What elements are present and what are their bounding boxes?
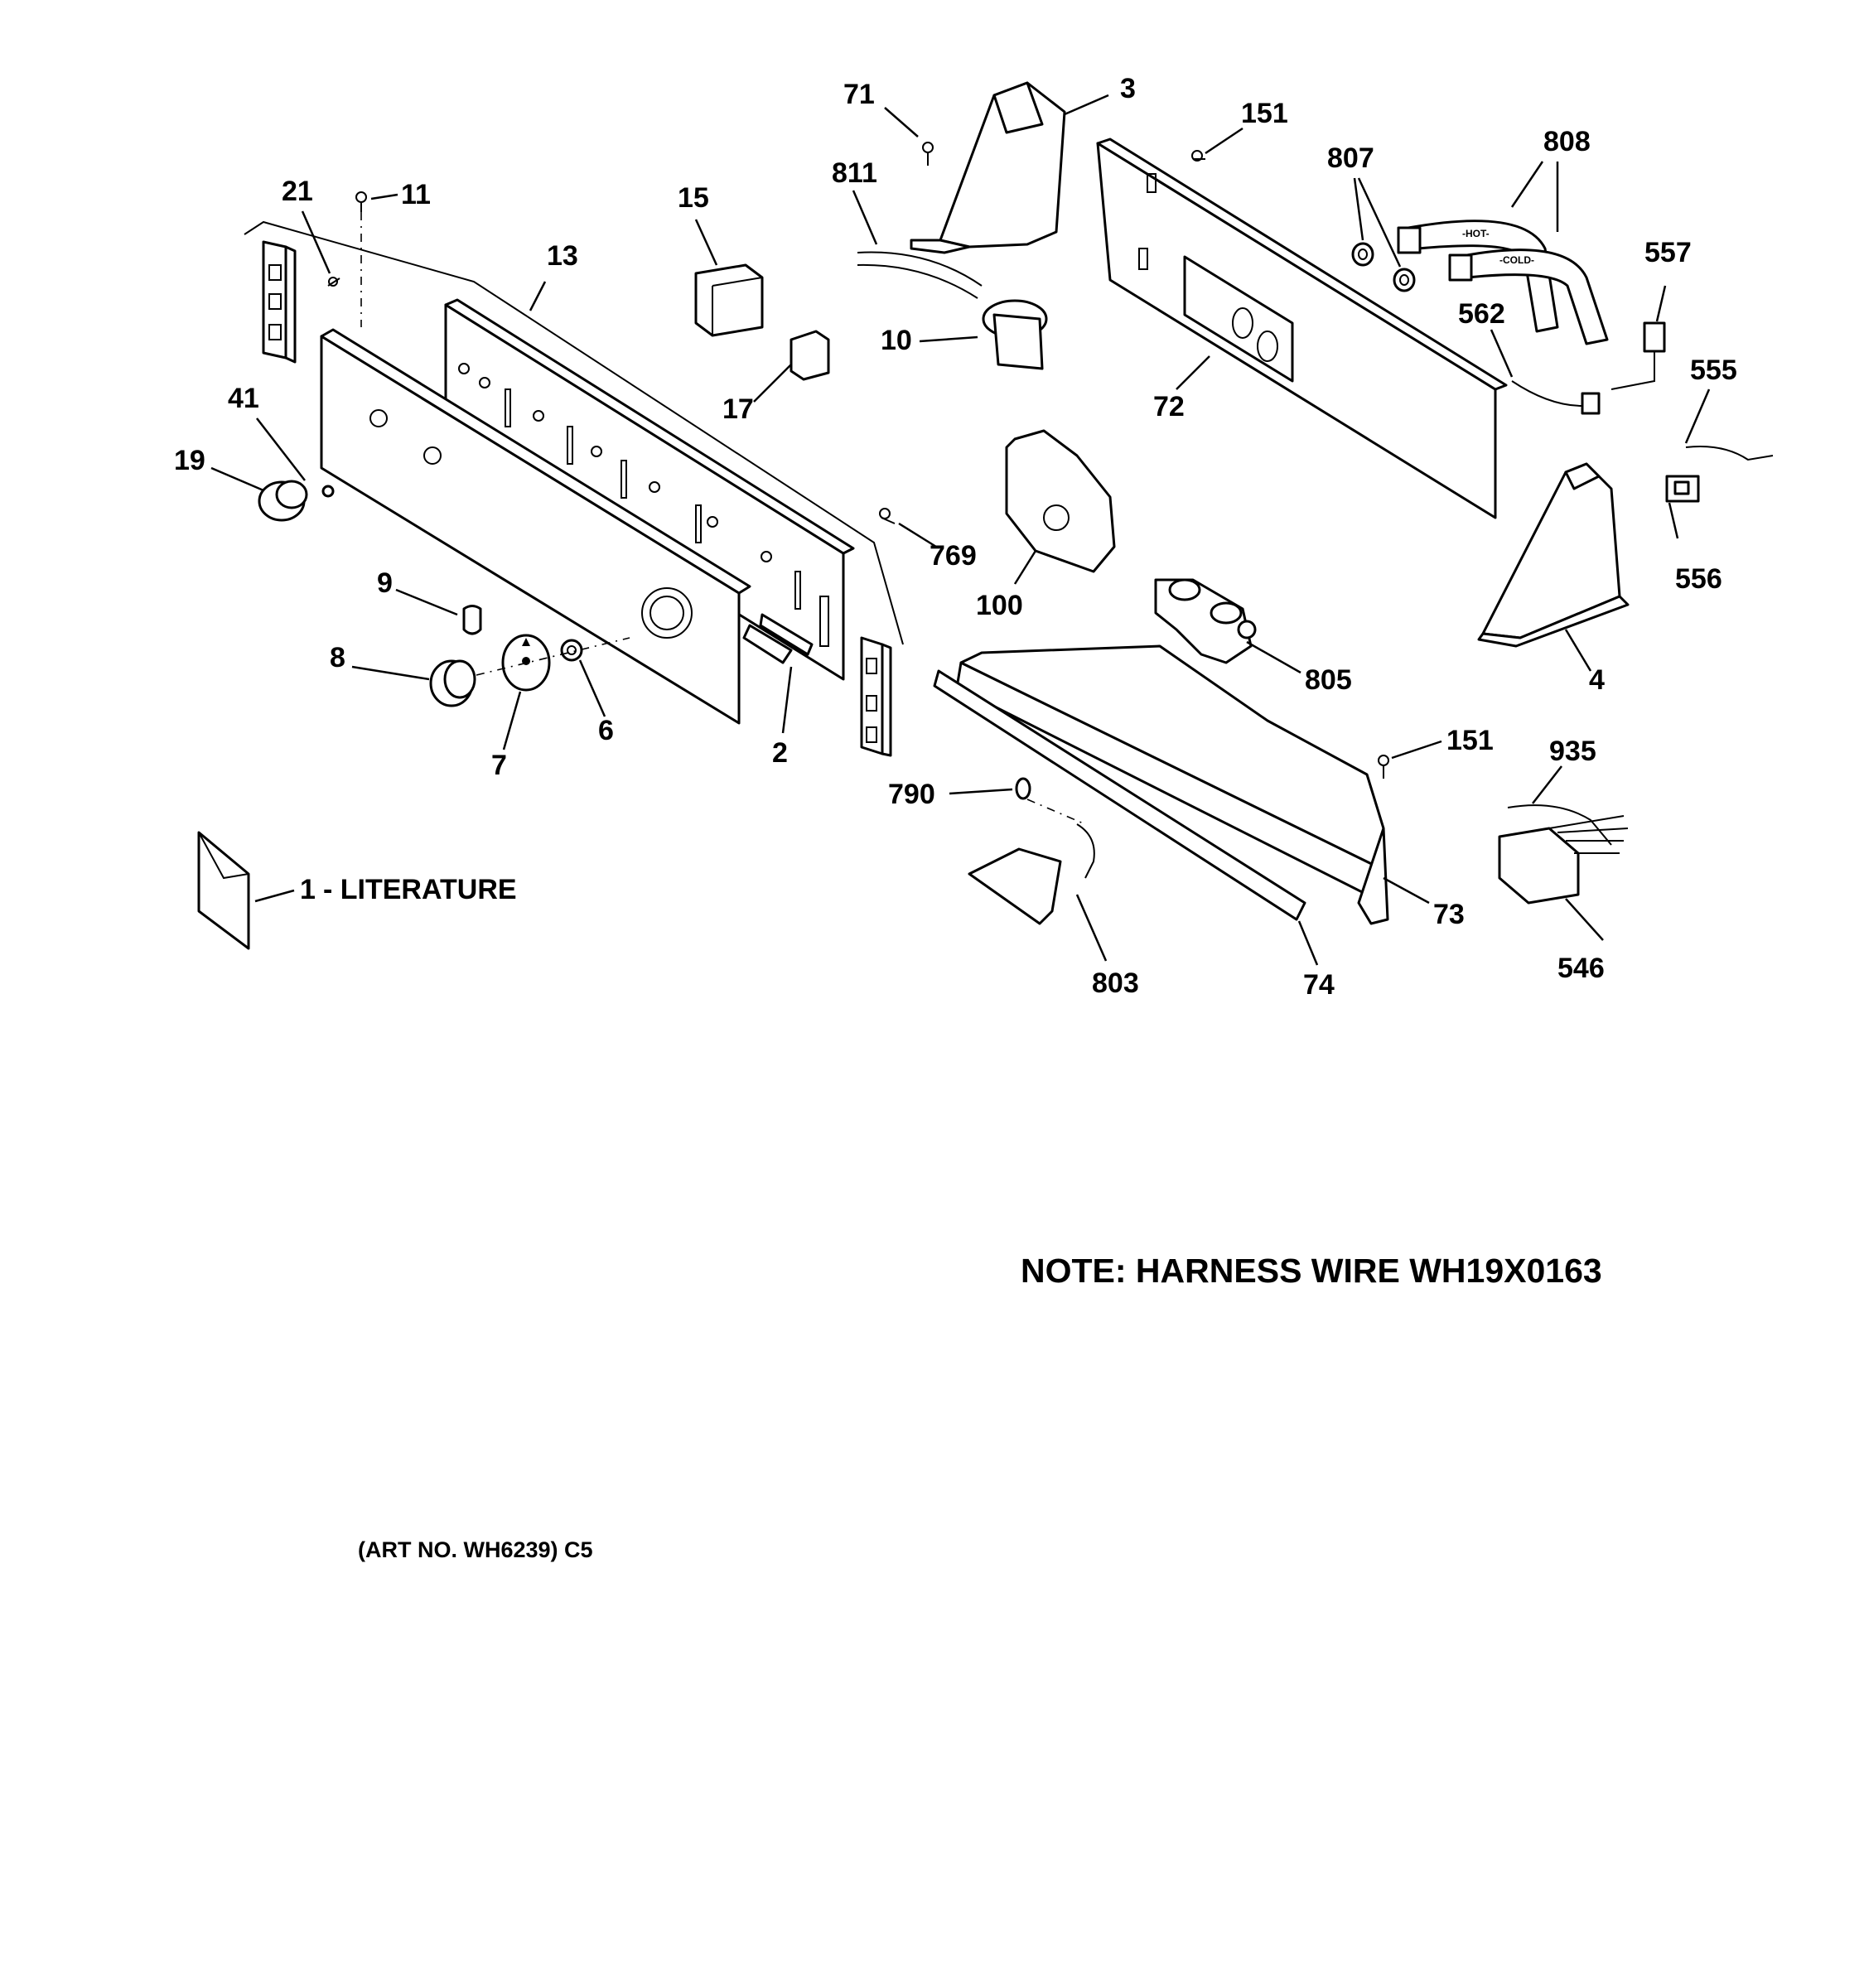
part-808-fill-hoses[interactable]: -HOT- -COLD- [1397,220,1609,345]
label-555: 555 [1690,355,1737,386]
label-21: 21 [282,176,313,207]
hot-hose-mark: -HOT- [1462,228,1490,239]
leader-lines [210,94,1711,966]
label-2: 2 [772,737,788,769]
part-15-switch[interactable] [694,263,764,337]
label-151-top: 151 [1241,98,1288,129]
part-557-connector[interactable] [1610,321,1666,390]
label-790: 790 [888,779,935,810]
label-15: 15 [678,182,709,214]
label-4: 4 [1589,664,1605,696]
part-3-side-bracket[interactable] [910,81,1066,254]
label-literature: - LITERATURE [323,874,517,905]
front-control-panel[interactable] [320,328,751,725]
cold-hose-mark: -COLD- [1499,254,1534,266]
part-17-switch[interactable] [790,330,830,381]
part-807-washers[interactable] [1351,242,1416,292]
part-72-backsplash[interactable] [1096,138,1508,519]
part-21-end-cap[interactable] [262,240,297,364]
part-10-pressure-switch[interactable] [982,299,1048,370]
part-805-water-valve[interactable] [1154,578,1257,664]
top-middle-group [694,81,1257,664]
label-71: 71 [843,79,875,110]
part-19-knob[interactable] [258,480,308,522]
part-790-axis [1026,799,1086,825]
part-546-harness-block[interactable] [1498,815,1629,905]
part-71-screw[interactable] [922,142,934,166]
bottom-group [197,644,1629,950]
label-9: 9 [377,567,393,599]
part-555-wire[interactable] [1685,446,1774,461]
part-4-side-bracket[interactable] [1477,462,1630,648]
label-74: 74 [1303,969,1335,1001]
harness-wire-note: NOTE: HARNESS WIRE WH19X0163 [1021,1252,1602,1290]
label-3: 3 [1120,73,1136,104]
label-17: 17 [722,393,754,425]
label-805: 805 [1305,664,1352,696]
label-11: 11 [401,179,431,210]
label-19: 19 [174,445,205,476]
label-10: 10 [881,325,912,356]
label-41: 41 [228,383,259,414]
label-1: 1 [300,874,316,905]
label-151-lower: 151 [1446,725,1494,756]
label-562: 562 [1458,298,1505,330]
knob-assembly-axis [476,637,630,676]
label-546: 546 [1557,953,1605,984]
part-562-wire[interactable] [1511,380,1601,415]
label-935: 935 [1549,736,1596,767]
part-151-screw-top[interactable] [1191,150,1205,162]
label-6: 6 [598,715,614,746]
part-8-knob[interactable] [429,659,476,707]
part-labels: 71 3 151 807 808 811 15 21 11 13 557 562… [174,73,1737,1001]
label-100: 100 [976,590,1023,621]
label-808: 808 [1543,126,1591,157]
control-panel-group [244,191,904,757]
label-807: 807 [1327,142,1374,174]
label-803: 803 [1092,967,1139,999]
part-1-literature-envelope[interactable] [197,831,250,950]
part-811-hose[interactable] [857,251,983,287]
part-769-screw[interactable] [879,508,896,524]
back-panel-group: -HOT- -COLD- [1096,138,1774,648]
part-556-plug[interactable] [1665,475,1700,503]
label-769: 769 [930,540,977,572]
panel-bracket-outline [244,220,904,645]
part-100-timer[interactable] [1005,429,1116,573]
part-21-end-cap-right[interactable] [860,636,892,757]
label-8: 8 [330,642,345,673]
part-11-screw[interactable] [355,191,367,212]
part-803-dispenser[interactable] [968,823,1095,925]
part-2-bracket[interactable] [742,613,814,664]
part-21-screw[interactable] [327,277,340,287]
label-557: 557 [1644,237,1692,268]
part-74-strip[interactable] [933,669,1306,921]
part-9-clip[interactable] [462,605,482,635]
label-7: 7 [491,750,507,781]
label-556: 556 [1675,563,1722,595]
part-73-bracket[interactable] [955,644,1389,925]
part-790-clamp[interactable] [1015,777,1031,800]
part-151-screw-lower[interactable] [1378,755,1389,779]
part-6-nut[interactable] [560,639,583,662]
label-73: 73 [1433,899,1465,930]
label-13: 13 [547,240,578,272]
part-41-spring[interactable] [321,485,335,498]
label-72: 72 [1153,391,1185,422]
part-935-wire[interactable] [1507,804,1612,846]
label-811: 811 [832,157,877,189]
art-number: (ART NO. WH6239) C5 [358,1537,593,1562]
